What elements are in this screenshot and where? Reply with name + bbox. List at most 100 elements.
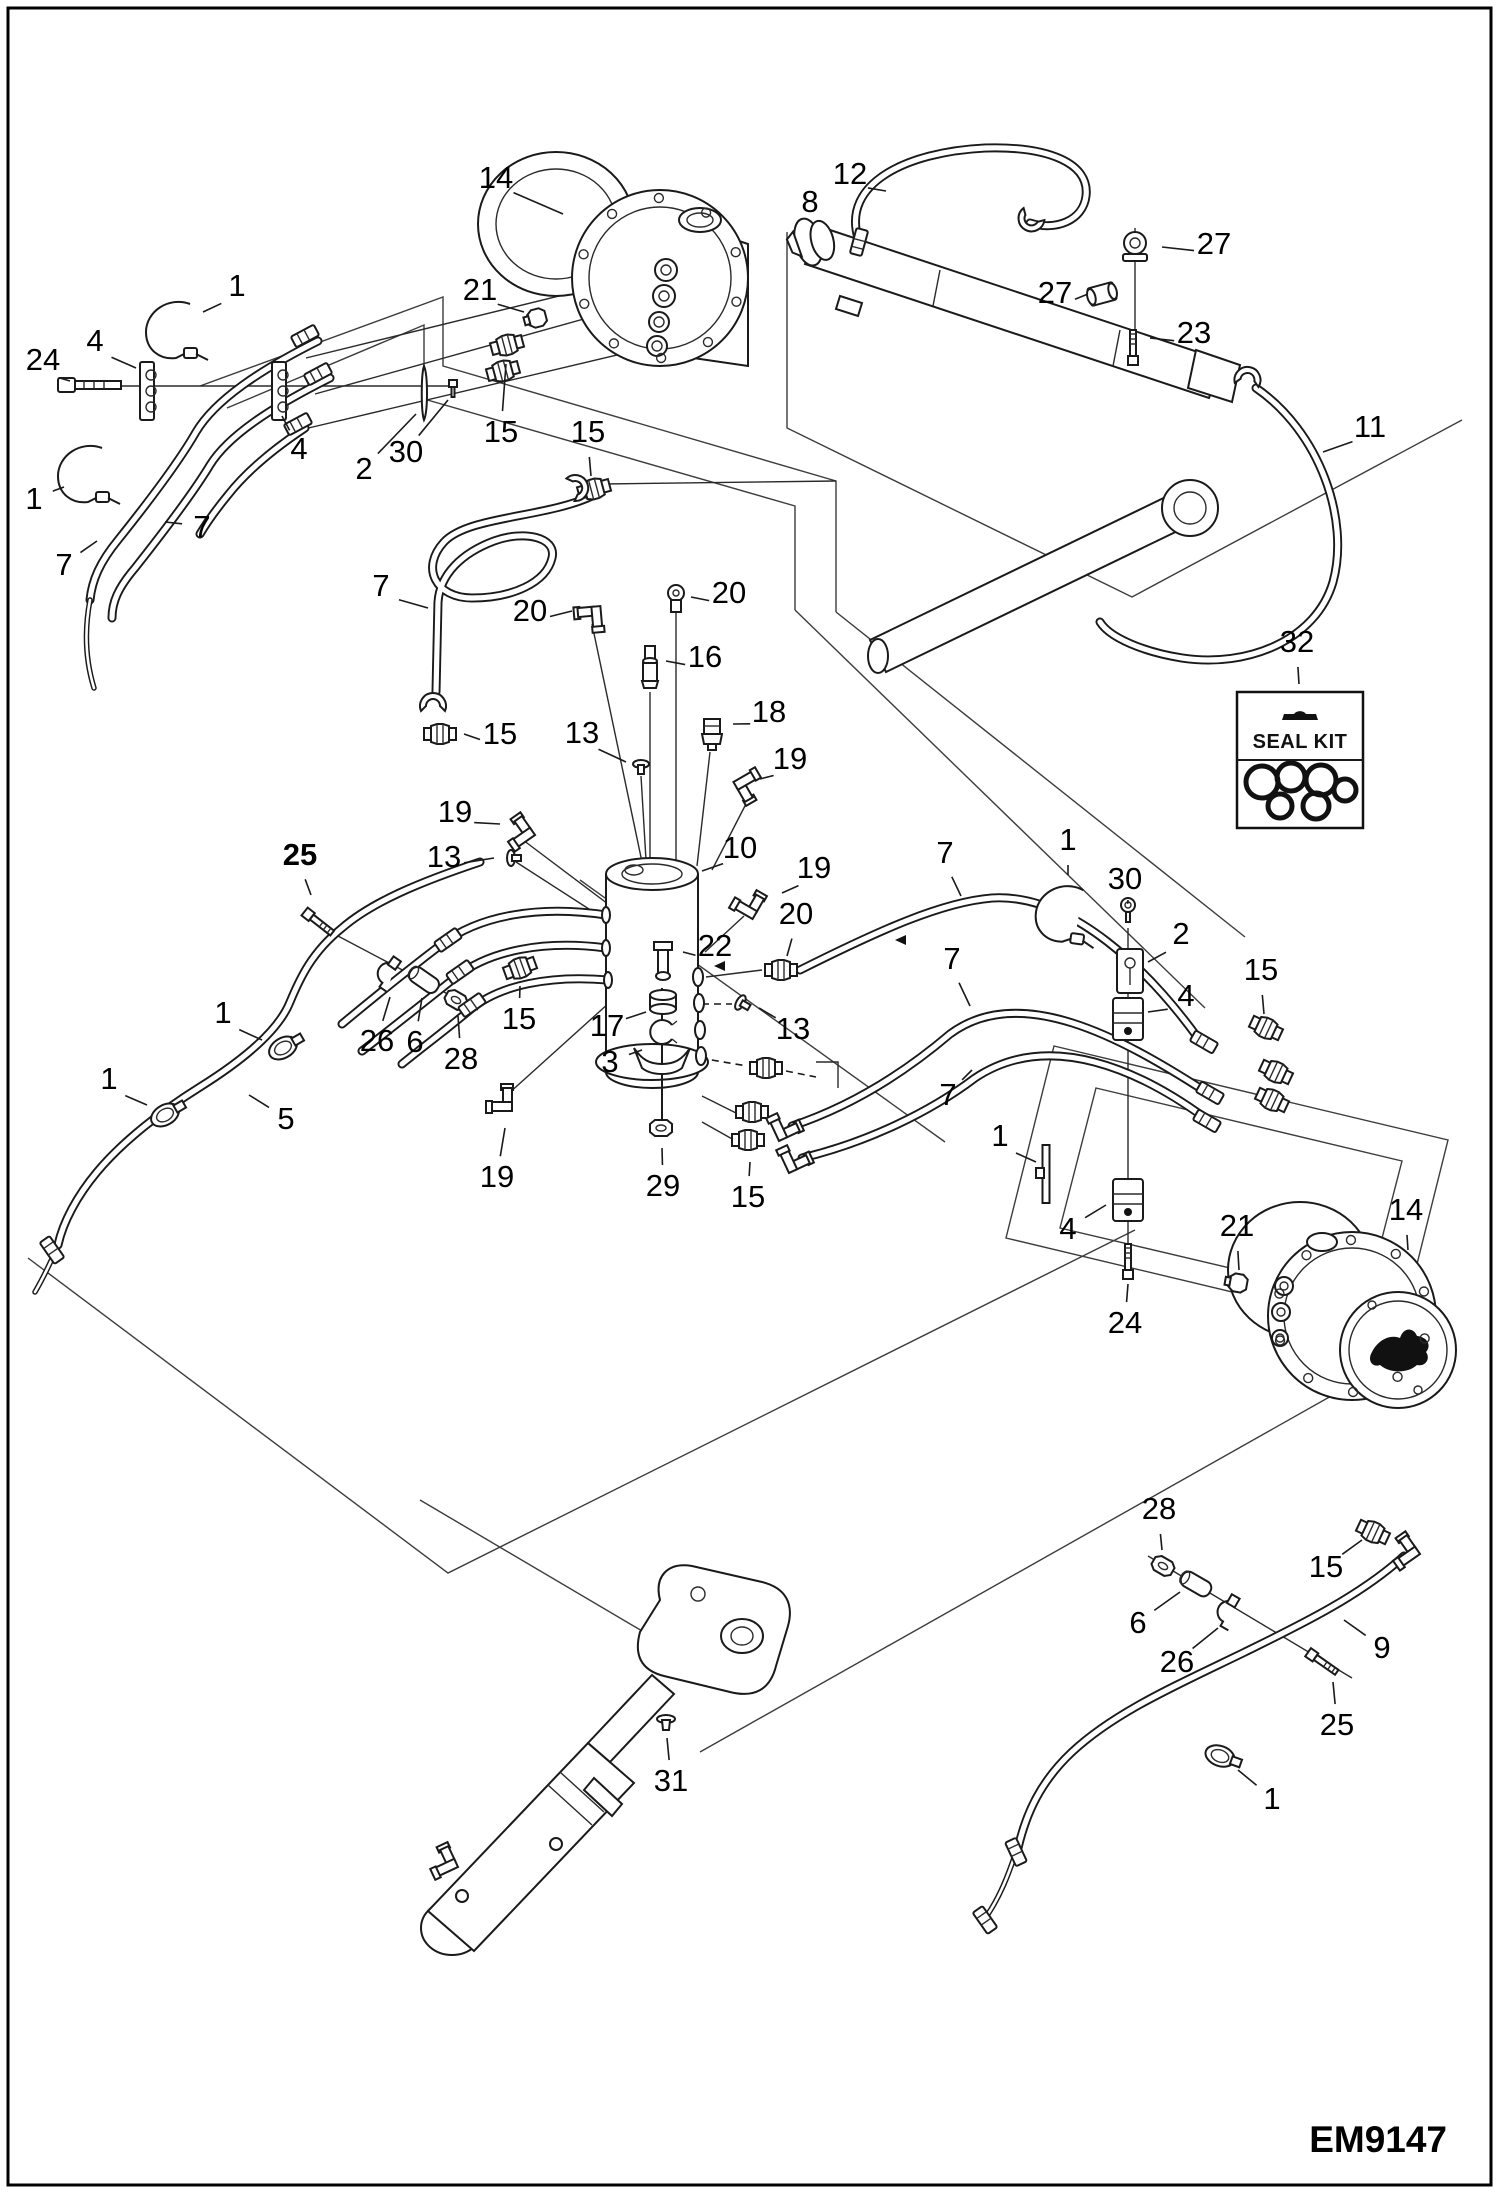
fitting-part-icon — [764, 959, 798, 981]
leader-line — [1237, 1769, 1258, 1786]
fitting-part-icon — [1354, 1518, 1392, 1546]
washer17-part-icon — [649, 989, 677, 1015]
leader-line — [1297, 666, 1300, 685]
fitting-part-icon — [423, 723, 457, 745]
plug21-part-icon — [522, 307, 549, 329]
nut-part-icon — [649, 1119, 673, 1137]
flange-bolt-hole — [731, 296, 742, 307]
leader-line — [598, 748, 627, 763]
part-number-15: 15 — [483, 716, 517, 751]
part-number-27: 27 — [1038, 275, 1072, 310]
leader-line — [497, 303, 525, 313]
part-number-1: 1 — [991, 1118, 1008, 1153]
ringclamp-part-icon — [268, 1032, 306, 1061]
part-number-1: 1 — [1059, 822, 1076, 857]
leader-line — [1153, 1591, 1181, 1612]
elbow-part-icon — [732, 765, 763, 808]
ferrule-part-icon — [433, 927, 463, 953]
leader-line — [628, 1049, 643, 1056]
plug18-part-icon — [700, 718, 724, 751]
cabletie-part-icon — [144, 301, 209, 361]
leader-line — [1192, 1627, 1219, 1650]
bolt-part-icon — [1127, 329, 1139, 366]
cap13-part-icon — [506, 849, 522, 867]
travel-motor-top — [477, 151, 749, 368]
leader-line — [463, 857, 495, 864]
leader-line — [1084, 1204, 1107, 1219]
clamp4-part-icon — [1112, 1178, 1144, 1222]
spacer6-part-icon — [1179, 1570, 1213, 1598]
flange-bolt-hole — [608, 338, 620, 349]
pincir-part-icon — [1120, 897, 1136, 923]
part-number-7: 7 — [943, 941, 960, 976]
flange-bolt-hole — [1390, 1248, 1401, 1260]
leader-line — [666, 1737, 670, 1761]
link2-part-icon — [1116, 948, 1144, 994]
part-number-19: 19 — [480, 1159, 514, 1194]
bracket3-part-icon — [633, 1047, 691, 1075]
cap13-part-icon — [734, 994, 752, 1012]
part-number-25: 25 — [1320, 1707, 1354, 1742]
part-number-7: 7 — [939, 1077, 956, 1112]
part-number-1: 1 — [214, 995, 231, 1030]
o-ring-icon — [1331, 776, 1359, 804]
clip26-part-icon — [376, 954, 403, 993]
part-number-29: 29 — [646, 1168, 680, 1203]
part-number-17: 17 — [590, 1008, 624, 1043]
leader-line — [164, 521, 183, 525]
leader-line — [1147, 1008, 1168, 1013]
part-number-32: 32 — [1280, 624, 1314, 659]
flange-bolt-hole — [606, 208, 618, 220]
part-number-16: 16 — [688, 639, 722, 674]
part-number-15: 15 — [571, 414, 605, 449]
part-number-20: 20 — [712, 575, 746, 610]
leader-line — [124, 1094, 148, 1106]
ringclamp-part-icon — [150, 1099, 188, 1128]
leader-line — [759, 774, 774, 780]
clevis-part-icon — [419, 692, 447, 713]
flange-bolt-hole — [1301, 1249, 1312, 1261]
leader-line — [781, 884, 799, 894]
part-number-15: 15 — [1244, 952, 1278, 987]
tiepin-part-icon — [1035, 1144, 1051, 1204]
leader-line — [748, 1161, 751, 1177]
part-number-1: 1 — [1263, 1781, 1280, 1816]
cabletie-part-icon — [56, 445, 121, 505]
clevis-part-icon — [564, 474, 590, 503]
leader-line — [281, 415, 291, 431]
leader-line — [58, 376, 71, 382]
leader-line — [111, 356, 137, 369]
fitting-part-icon — [1253, 1086, 1291, 1114]
flange-bolt-hole — [1418, 1286, 1430, 1297]
fitting-part-icon — [1257, 1058, 1295, 1086]
part-number-19: 19 — [773, 741, 807, 776]
leader-line — [248, 1094, 270, 1109]
cap13-part-icon — [632, 759, 650, 775]
clip26-part-icon — [1216, 1592, 1241, 1632]
leader-line — [1159, 1533, 1163, 1551]
fitting-part-icon — [488, 333, 526, 357]
cring3-part-icon — [649, 1019, 678, 1045]
elbow-part-icon — [727, 888, 769, 921]
leader-line — [382, 996, 391, 1022]
part-number-26: 26 — [1160, 1644, 1194, 1679]
part-number-2: 2 — [1172, 916, 1189, 951]
plug21-part-icon — [1223, 1272, 1249, 1294]
ferrule-part-icon — [849, 227, 869, 257]
ferrule-part-icon — [283, 412, 313, 436]
fitting-part-icon — [501, 955, 539, 981]
part-number-28: 28 — [444, 1041, 478, 1076]
plate4-part-icon — [139, 361, 157, 421]
flange-bolt-hole — [579, 298, 590, 309]
leader-line — [501, 363, 507, 412]
flange-bolt-hole — [578, 249, 589, 260]
flange-bolt-hole — [1419, 1333, 1430, 1344]
part-number-23: 23 — [1177, 315, 1211, 350]
flag-part-icon — [714, 961, 725, 971]
nut-part-icon — [1150, 1555, 1176, 1577]
spacer6-part-icon — [407, 965, 440, 994]
clip27-part-icon — [1122, 231, 1148, 262]
part-number-21: 21 — [1220, 1208, 1254, 1243]
part-number-30: 30 — [389, 434, 423, 469]
bush27-part-icon — [1085, 281, 1119, 307]
